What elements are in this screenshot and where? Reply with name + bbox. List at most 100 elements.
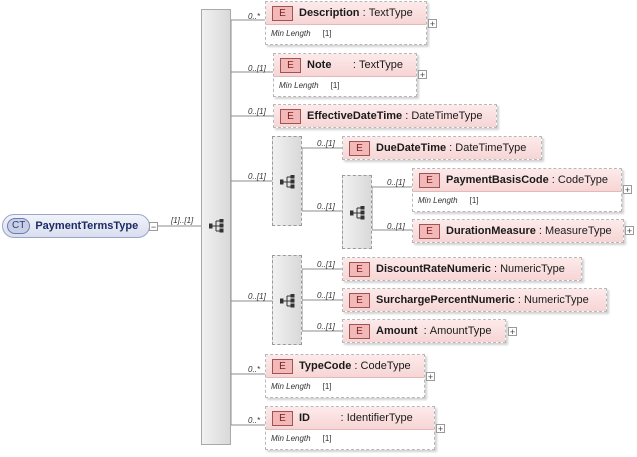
facet-label: Min Length (279, 81, 319, 90)
facet-value: [1] (469, 196, 479, 205)
element-badge: E (272, 410, 293, 426)
cardinality-label: 0..[1] (248, 292, 266, 301)
sequence-icon (280, 175, 295, 189)
expand-icon[interactable]: + (436, 424, 445, 434)
root-cardinality: [1]..[1] (171, 216, 194, 225)
element-badge: E (349, 261, 370, 277)
sequence-icon (350, 206, 365, 220)
facet-label: Min Length (271, 434, 311, 443)
element-badge: E (272, 5, 293, 21)
cardinality-label: 0..[1] (317, 202, 335, 211)
sequence-group-basis[interactable] (342, 175, 372, 249)
type-separator: : (490, 263, 501, 275)
element-type: CodeType (360, 360, 411, 372)
cardinality-label: 0..[1] (387, 178, 405, 187)
facet-value: [1] (322, 434, 332, 443)
element-type: TextType (358, 59, 403, 71)
cardinality-label: 0..[1] (248, 64, 266, 73)
element-badge: E (280, 108, 301, 124)
element-type: DateTimeType (411, 110, 483, 122)
element-type: DateTimeType (455, 142, 527, 154)
element-type: CodeType (557, 174, 609, 186)
collapse-root-icon[interactable]: − (149, 222, 158, 232)
type-separator: : (402, 110, 412, 122)
cardinality-label: 0..[1] (248, 107, 266, 116)
type-separator: : (351, 360, 361, 372)
element-id[interactable]: E ID : IdentifierType Min Length [1] (265, 406, 435, 450)
cardinality-label: 0..* (248, 12, 261, 21)
main-sequence[interactable] (201, 9, 231, 445)
element-type: IdentifierType (346, 412, 413, 424)
element-note[interactable]: E Note : TextType Min Length [1] (273, 53, 417, 97)
element-name: SurchargePercentNumeric (376, 294, 515, 306)
element-badge: E (349, 323, 370, 339)
expand-icon[interactable]: + (623, 185, 632, 195)
element-name: Amount (376, 325, 418, 337)
element-badge: E (419, 172, 440, 188)
cardinality-label: 0..[1] (317, 139, 335, 148)
cardinality-label: 0..[1] (248, 172, 266, 181)
type-separator: : (548, 174, 558, 186)
cardinality-label: 0..[1] (387, 222, 405, 231)
facet-value: [1] (330, 81, 340, 90)
facet-value: [1] (322, 382, 332, 391)
element-name: ID (299, 412, 310, 424)
element-name: DiscountRateNumeric (376, 263, 491, 275)
element-type: MeasureType (545, 225, 612, 237)
expand-icon[interactable]: + (625, 226, 634, 236)
element-type-code[interactable]: E TypeCode : CodeType Min Length [1] (265, 354, 425, 398)
type-separator: : (310, 412, 347, 424)
cardinality-label: 0..[1] (317, 322, 335, 331)
element-badge: E (272, 358, 293, 374)
sequence-icon (209, 219, 224, 233)
element-name: Description (299, 7, 360, 19)
facet-row: Min Length [1] (266, 378, 424, 391)
element-effective-date-time[interactable]: E EffectiveDateTime : DateTimeType (273, 104, 497, 128)
facet-label: Min Length (271, 29, 311, 38)
sequence-group-dates[interactable] (272, 136, 302, 226)
element-badge: E (349, 292, 370, 308)
sequence-icon (280, 294, 295, 308)
expand-icon[interactable]: + (508, 327, 517, 337)
element-amount[interactable]: E Amount : AmountType (342, 319, 506, 343)
facet-row: Min Length[1] (266, 25, 426, 38)
element-badge: E (280, 57, 301, 73)
element-type: NumericType (523, 294, 589, 306)
expand-icon[interactable]: + (428, 19, 437, 29)
element-name: TypeCode (299, 360, 352, 372)
type-separator: : (535, 225, 546, 237)
element-duration-measure[interactable]: E DurationMeasure : MeasureType (412, 219, 624, 243)
facet-row: Min Length [1] (274, 77, 416, 90)
facet-label: Min Length (418, 196, 458, 205)
sequence-group-rates[interactable] (272, 255, 302, 345)
complex-type-name: PaymentTermsType (35, 220, 139, 232)
element-surcharge-percent-numeric[interactable]: E SurchargePercentNumeric : NumericType (342, 288, 607, 312)
element-discount-rate-numeric[interactable]: E DiscountRateNumeric : NumericType (342, 257, 582, 281)
type-separator: : (417, 325, 430, 337)
cardinality-label: 0..[1] (317, 291, 335, 300)
type-separator: : (331, 59, 359, 71)
type-separator: : (514, 294, 524, 306)
root-complex-type[interactable]: CT PaymentTermsType (2, 214, 150, 238)
expand-icon[interactable]: + (426, 372, 435, 382)
type-separator: : (359, 7, 369, 19)
element-badge: E (419, 223, 440, 239)
element-badge: E (349, 140, 370, 156)
element-type: AmountType (429, 325, 492, 337)
expand-icon[interactable]: + (418, 70, 427, 80)
element-name: Note (307, 59, 332, 71)
element-type: NumericType (500, 263, 565, 275)
facet-label: Min Length (271, 382, 311, 391)
type-separator: : (446, 142, 456, 154)
facet-row: Min Length [1] (266, 430, 434, 443)
cardinality-label: 0..* (248, 365, 261, 374)
cardinality-label: 0..[1] (317, 260, 335, 269)
cardinality-label: 0..* (248, 416, 261, 425)
element-name: DurationMeasure (446, 225, 536, 237)
element-name: EffectiveDateTime (307, 110, 403, 122)
complex-type-badge: CT (7, 218, 31, 234)
